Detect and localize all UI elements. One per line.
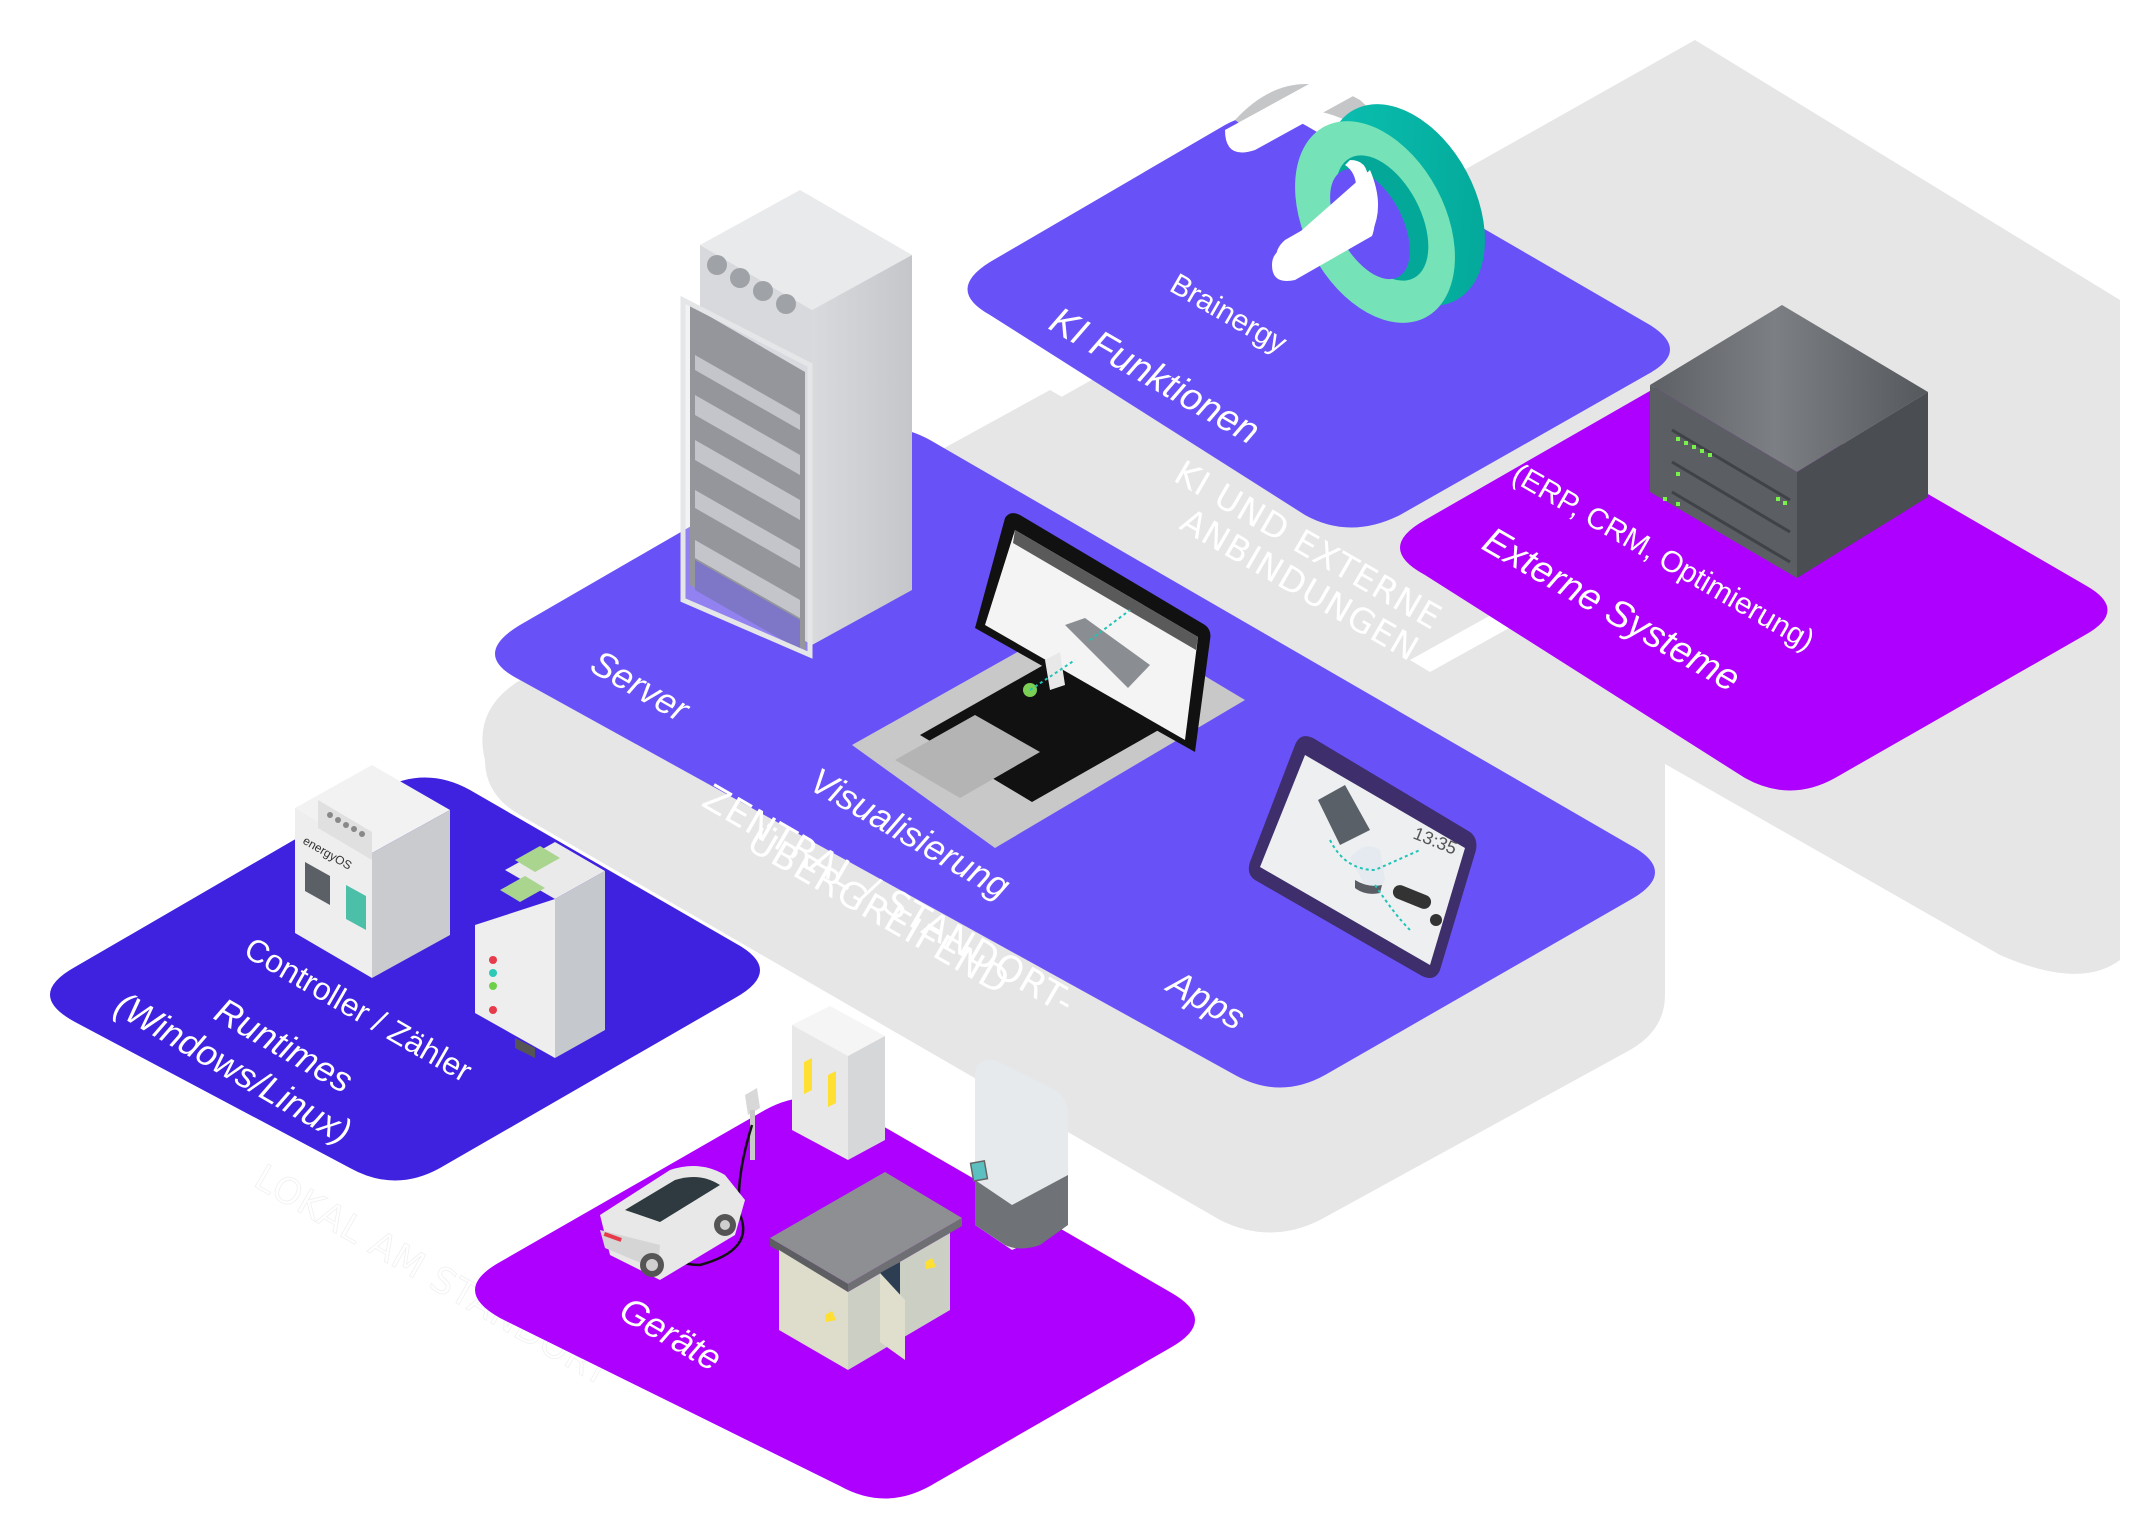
meter-device-icon <box>475 842 605 1058</box>
laptop-icon <box>852 513 1245 848</box>
controller-device-icon: energyOS <box>295 765 450 978</box>
transformer-station-icon <box>770 1172 962 1370</box>
external-server-icon <box>1650 305 1928 578</box>
tablet-icon: 13:35 <box>1248 736 1477 978</box>
brainergy-logo-icon <box>1225 76 1485 323</box>
electrical-cabinet-icon <box>792 1006 885 1160</box>
platform-external <box>1400 375 2108 791</box>
server-rack-icon <box>680 190 912 659</box>
electric-car-icon <box>600 1166 745 1280</box>
platform-ai <box>967 114 1670 528</box>
inverter-icon <box>969 1059 1069 1250</box>
zone-divider <box>1410 610 1520 672</box>
